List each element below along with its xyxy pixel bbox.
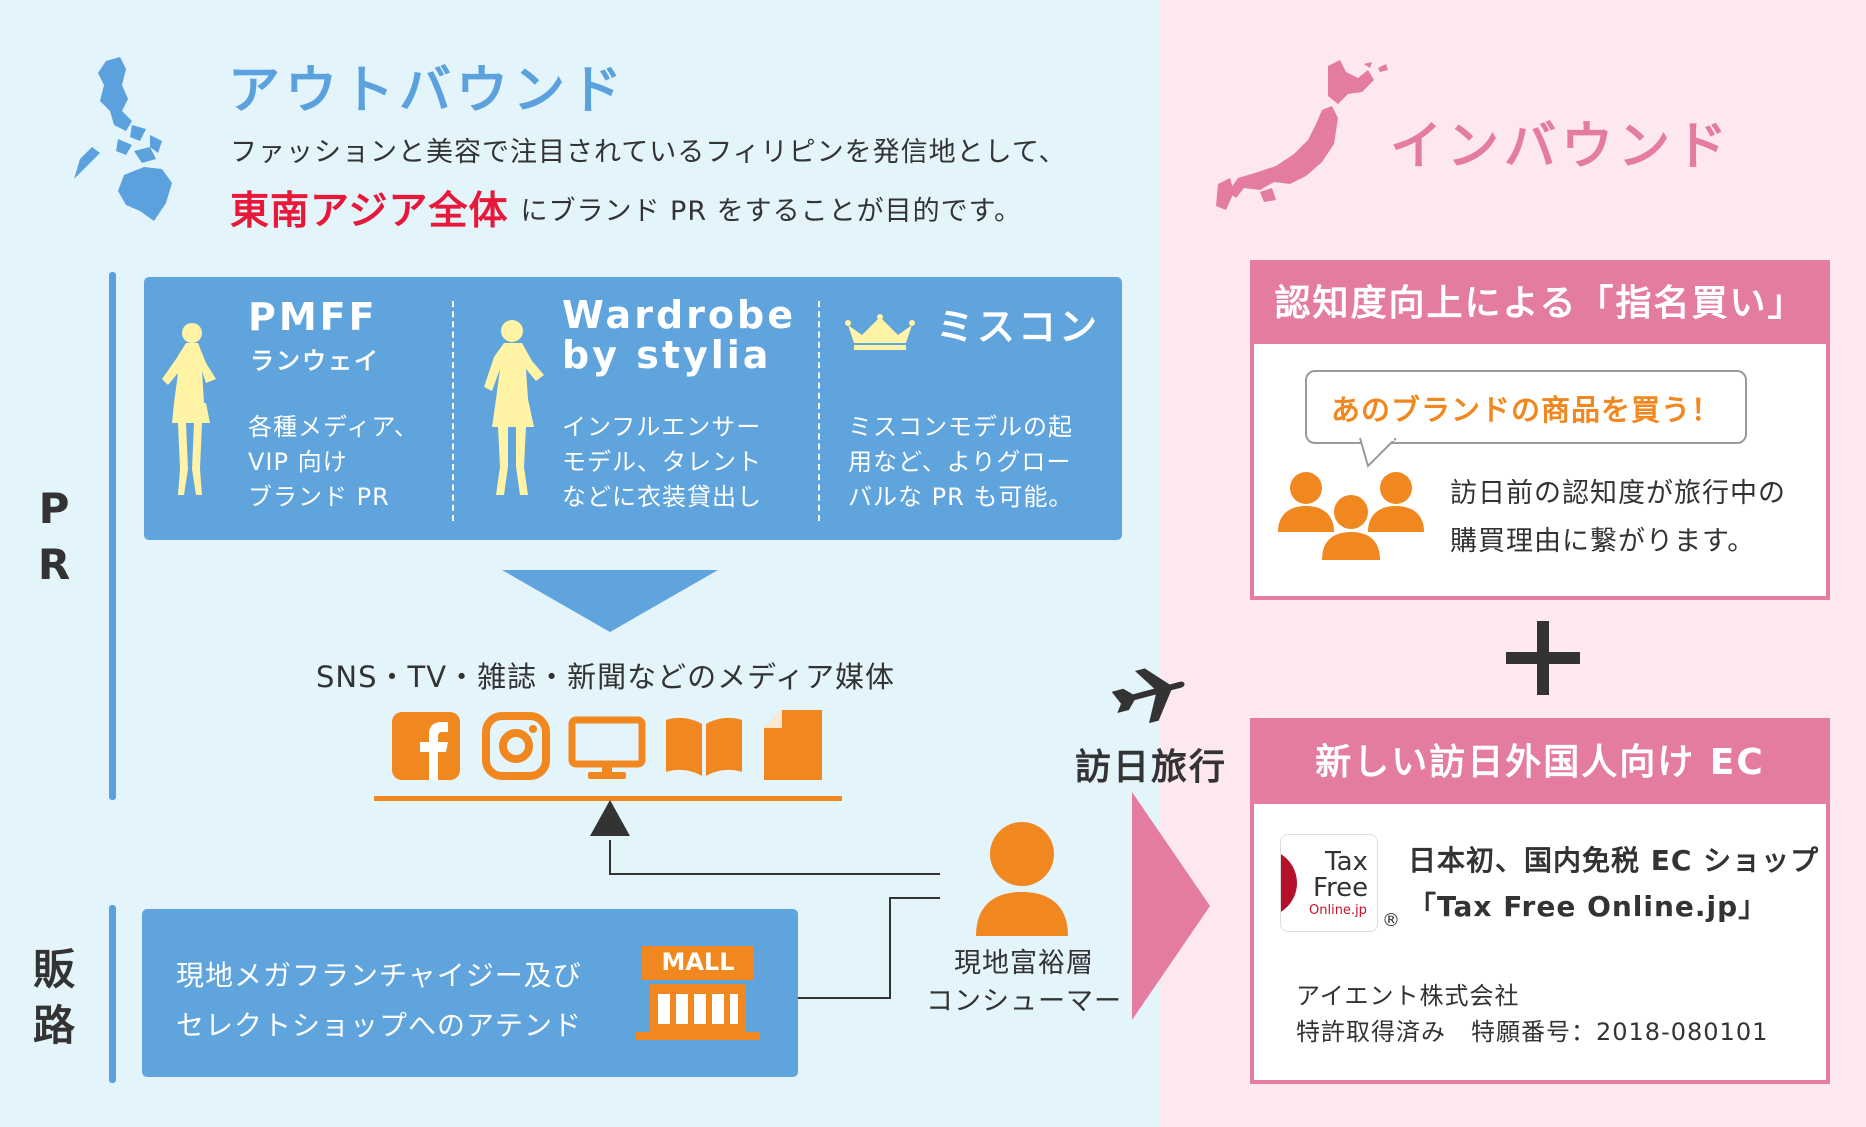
recognition-text: 訪日前の認知度が旅行中の 購買理由に繋がります。 xyxy=(1450,478,1786,557)
pr-item-3-text: ミスコンモデルの起 用など、よりグロー バルな PR も可能。 xyxy=(848,413,1074,511)
fashion-model-icon xyxy=(484,320,544,495)
logo-text-free: Free xyxy=(1313,873,1369,903)
sales-vertical-line xyxy=(109,905,116,1083)
pr-item-1-text: 各種メディア、 VIP 向け ブランド PR xyxy=(248,413,419,511)
outbound-description-line2: 東南アジア全体にブランド PR をすることが目的です。 xyxy=(230,180,1022,236)
people-group-icon xyxy=(1278,472,1424,560)
pr-side-label: P R xyxy=(24,481,84,593)
sales-side-label: 販 路 xyxy=(24,942,84,1054)
airplane-icon xyxy=(1112,668,1185,724)
logo-text-online: Online.jp xyxy=(1309,903,1367,918)
sales-side-label-line1: 販 xyxy=(32,945,75,994)
ec-box-header: 新しい訪日外国人向け EC xyxy=(1254,722,1826,804)
media-underline xyxy=(374,796,842,801)
consumer-person-icon xyxy=(976,822,1068,936)
outbound-title: アウトバウンド xyxy=(228,61,628,121)
newspaper-icon xyxy=(764,710,822,780)
pr-item-1-sub: ランウェイ xyxy=(250,347,380,375)
pr-item-2-text: インフルエンサー モデル、タレント などに衣装貸出し xyxy=(562,413,762,511)
magazine-icon xyxy=(666,717,742,776)
japan-map-icon xyxy=(1216,60,1388,210)
tv-icon xyxy=(568,716,646,779)
ec-description: 日本初、国内免税 EC ショップ 「Tax Free Online.jp」 xyxy=(1408,844,1820,923)
pr-item-2-name: Wardrobe by stylia xyxy=(562,293,796,377)
plus-icon-vertical xyxy=(1537,621,1549,695)
sales-text: 現地メガフランチャイジー及び セレクトショップへのアテンド xyxy=(176,959,583,1042)
pr-divider-1 xyxy=(452,301,454,521)
outbound-highlight: 東南アジア全体 xyxy=(230,189,509,234)
ec-company-info: アイエント株式会社 特許取得済み 特願番号：2018-080101 xyxy=(1296,982,1769,1046)
media-label: SNS・TV・雑誌・新聞などのメディア媒体 xyxy=(316,660,896,694)
pr-vertical-line xyxy=(109,272,116,800)
speech-bubble-text: あのブランドの商品を買う！ xyxy=(1330,393,1721,427)
speech-bubble: あのブランドの商品を買う！ xyxy=(1305,370,1747,444)
sales-side-label-line2: 路 xyxy=(32,1001,75,1050)
mall-label: MALL xyxy=(661,948,735,976)
crown-icon xyxy=(845,314,915,350)
recognition-box-header: 認知度向上による「指名買い」 xyxy=(1254,264,1826,344)
travel-arrow-icon xyxy=(1132,792,1210,1020)
inbound-title: インバウンド xyxy=(1390,117,1733,177)
outbound-description-rest: にブランド PR をすることが目的です。 xyxy=(520,196,1022,227)
pr-divider-2 xyxy=(818,301,820,521)
consumer-label: 現地富裕層 コンシューマー xyxy=(926,948,1122,1017)
mall-building-icon xyxy=(636,946,760,1040)
down-triangle-arrow-icon xyxy=(502,570,718,632)
runway-model-icon xyxy=(162,323,216,495)
pr-side-label-line2: R xyxy=(37,540,71,589)
speech-bubble-tail xyxy=(1359,438,1397,468)
logo-text-tax: Tax xyxy=(1325,847,1368,877)
travel-label: 訪日旅行 xyxy=(1075,747,1228,788)
pr-side-label-line1: P xyxy=(38,484,70,533)
instagram-icon xyxy=(482,712,550,780)
registered-mark: ® xyxy=(1382,910,1400,931)
tax-free-online-logo: Tax Free Online.jp xyxy=(1280,834,1378,932)
philippines-map-icon xyxy=(74,57,172,221)
pr-item-1-name: PMFF xyxy=(248,295,378,339)
pr-item-3-name: ミスコン xyxy=(936,305,1101,349)
logo-red-circle-icon xyxy=(1281,854,1297,912)
outbound-description-line1: ファッションと美容で注目されているフィリピンを発信地として、 xyxy=(230,137,1067,168)
facebook-icon xyxy=(392,712,460,780)
pr-box: PMFF ランウェイ 各種メディア、 VIP 向け ブランド PR Wardro… xyxy=(144,277,1122,540)
